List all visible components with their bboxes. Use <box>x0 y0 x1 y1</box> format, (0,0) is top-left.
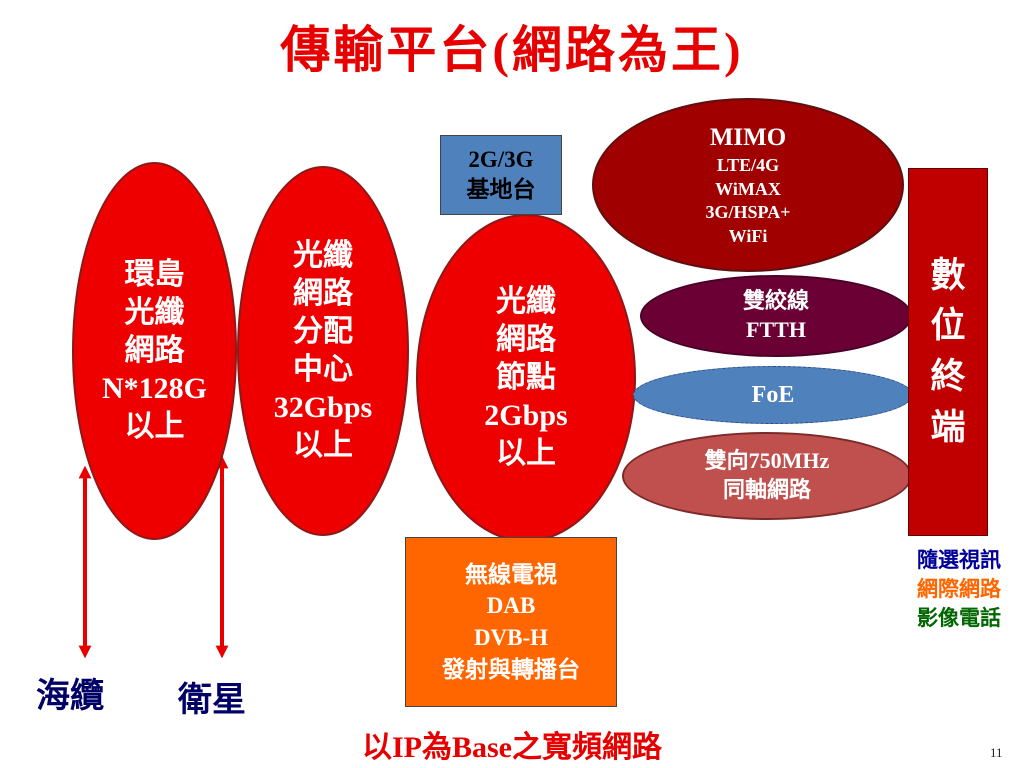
page-title: 傳輸平台(網路為王) <box>280 22 744 78</box>
page-number: 11 <box>990 745 1003 760</box>
ring-fiber-network: 環島 光纖 網路 N*128G 以上 <box>72 162 237 540</box>
wireless-access-ellipse: MIMO LTE/4G WiMAX 3G/HSPA+ WiFi <box>592 98 904 272</box>
base-station-box: 2G/3G 基地台 <box>440 135 562 215</box>
digital-terminal-box: 數 位 終 端 <box>908 168 988 536</box>
service-internet: 網際網路 <box>917 576 1001 601</box>
coax-network-ellipse: 雙向750MHz 同軸網路 <box>622 432 912 520</box>
broadcast-station-box: 無線電視 DAB DVB-H 發射與轉播台 <box>405 537 617 707</box>
fiber-network-node: 光纖 網路 節點 2Gbps 以上 <box>416 214 636 542</box>
footer-caption: 以IP為Base之寬頻網路 <box>362 731 662 764</box>
foe-ellipse: FoE <box>633 366 913 424</box>
twisted-pair-ftth-ellipse: 雙絞線 FTTH <box>640 275 912 357</box>
service-videophone: 影像電話 <box>917 605 1001 630</box>
service-vod: 隨選視訊 <box>917 548 1001 572</box>
services-list: 隨選視訊 網際網路 影像電話 <box>898 546 1020 632</box>
satellite-label: 衛星 <box>178 682 246 719</box>
submarine-cable-label: 海纜 <box>36 678 104 715</box>
fiber-distribution-center: 光纖 網路 分配 中心 32Gbps 以上 <box>237 166 409 536</box>
